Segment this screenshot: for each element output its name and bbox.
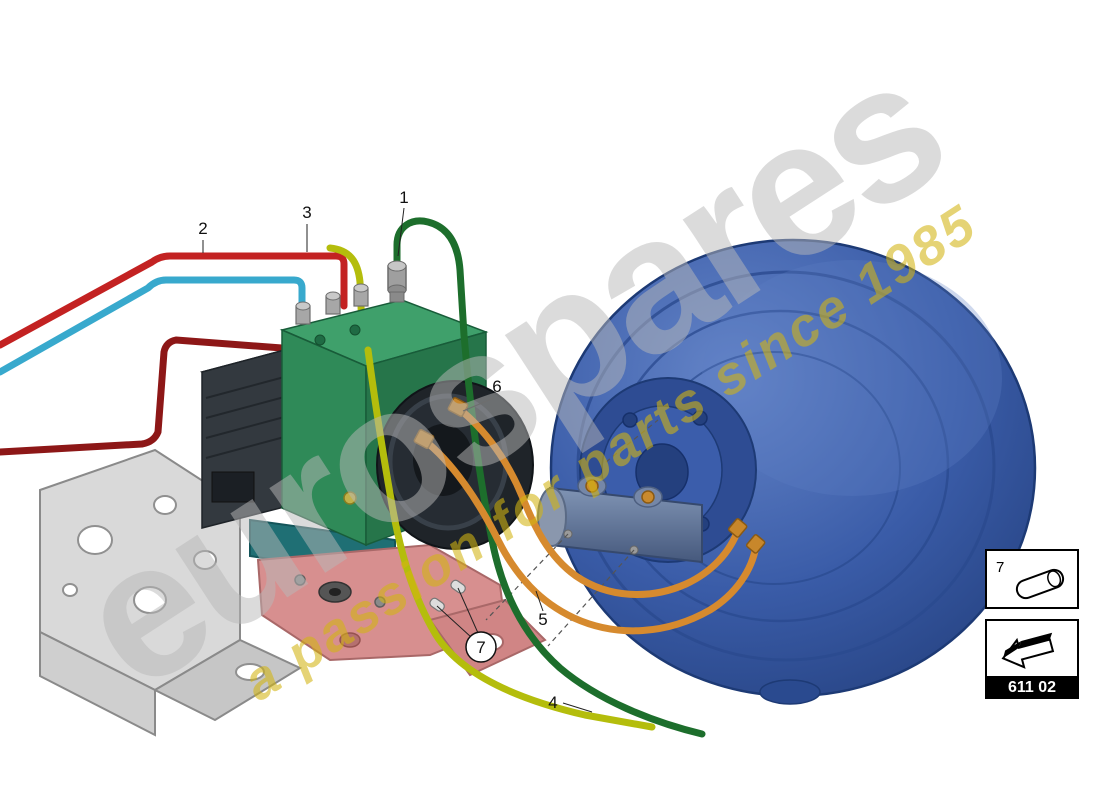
brake-pipe-cyan	[0, 276, 306, 376]
brake-pipe-orange-upper	[454, 404, 742, 598]
servo-stud	[622, 412, 638, 428]
mc-port-fitting	[641, 490, 655, 504]
bracket-hole	[133, 586, 167, 614]
callout-7[interactable]: 7	[476, 638, 485, 657]
part-code: 611 02	[1008, 679, 1056, 696]
plate-recess	[339, 632, 361, 648]
brass-fittings	[413, 397, 766, 554]
master-cylinder-end-cap	[537, 487, 567, 547]
rear-brake-pipes	[0, 252, 348, 456]
plate-stud	[294, 574, 306, 586]
callout-1-leader	[397, 207, 405, 257]
abs-bolt	[314, 334, 326, 346]
ecu-connector	[211, 471, 255, 503]
bracket-hole	[153, 495, 177, 515]
ecu-rib	[205, 415, 289, 439]
sleeve-cylinder-icon	[1015, 568, 1065, 600]
callout-5[interactable]: 5	[538, 610, 547, 629]
callout-2[interactable]: 2	[198, 219, 207, 238]
callout-6-leader	[462, 397, 495, 412]
pipe-sleeve	[450, 579, 466, 594]
brake-pipe-dark-green	[393, 217, 706, 738]
callout-1[interactable]: 1	[399, 188, 408, 207]
ecu-rib	[205, 375, 289, 399]
mounting-bracket	[39, 448, 303, 737]
plate-bushing-core	[329, 588, 341, 596]
part-code-nav-box[interactable]: 611 02	[985, 619, 1079, 699]
assembly-dash-line	[485, 533, 569, 621]
assembly-dash-line	[547, 549, 635, 647]
direction-arrow-icon	[1001, 632, 1055, 669]
callout-4[interactable]: 4	[548, 693, 557, 712]
callout-7-circle[interactable]	[465, 631, 497, 663]
legend-item-7-label: 7	[996, 559, 1004, 576]
banjo-bolt	[343, 491, 357, 505]
callouts: 1 2 3 4 5 6 7	[198, 188, 593, 713]
brake-pipe-yellow-green	[364, 346, 656, 731]
bracket-foot-flange	[152, 638, 303, 722]
callout-5-leader	[535, 590, 544, 612]
pipe-union-fittings	[295, 283, 369, 325]
pipe-sleeve	[429, 597, 445, 612]
bracket-front-lip	[39, 630, 156, 737]
callout-4-leader	[562, 702, 593, 713]
mc-port-fitting	[585, 479, 599, 493]
bracket-hole	[77, 525, 113, 555]
callout-3[interactable]: 3	[302, 203, 311, 222]
plate-stud	[374, 596, 386, 608]
assembly-dash-line	[605, 419, 659, 463]
bracket-hole	[62, 583, 78, 597]
servo-bottom-nub	[759, 679, 821, 705]
bracket-slot	[235, 663, 265, 681]
brake-servo	[549, 238, 1037, 705]
brake-pipe-orange-lower	[420, 436, 760, 635]
bracket-hole	[193, 550, 217, 570]
brake-pipe-yellow-top	[326, 244, 366, 334]
brake-pipe-red	[0, 252, 348, 349]
servo-ridge-ring	[576, 270, 996, 662]
master-cylinder	[537, 475, 703, 564]
ecu-rib	[205, 395, 289, 419]
legend-item-7-box[interactable]: 7	[985, 549, 1079, 609]
abs-bolt	[349, 324, 361, 336]
callout-7-leader	[436, 605, 472, 638]
servo-stud	[692, 410, 708, 426]
ecu-rib	[205, 435, 289, 459]
part-code-bar	[986, 676, 1078, 698]
brake-pipe-dark-red	[0, 336, 286, 456]
pipe-union-fitting-1	[387, 260, 407, 303]
callout-7-leader	[457, 587, 479, 634]
callout-6[interactable]: 6	[492, 377, 501, 396]
servo-highlight	[702, 260, 1002, 496]
